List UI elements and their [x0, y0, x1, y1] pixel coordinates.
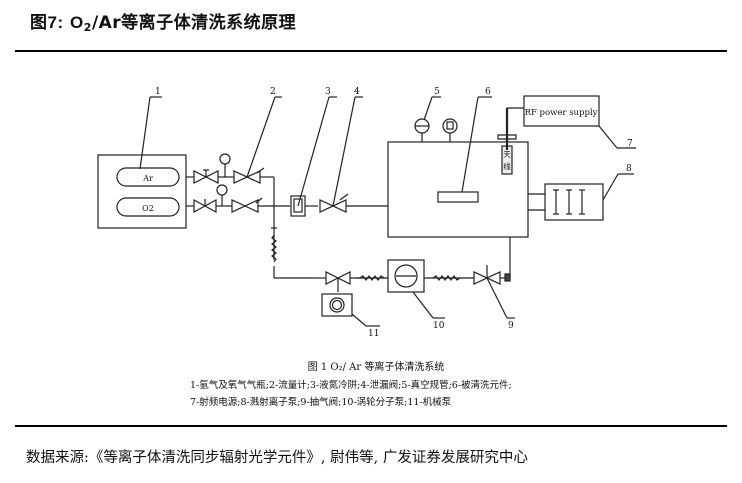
o2-valve-1	[193, 198, 217, 214]
antenna-label-1: 天	[503, 150, 511, 159]
o2-flow-valve	[231, 199, 259, 213]
diagram-stroke	[331, 299, 343, 311]
figure-title: 图7: O2/Ar等离子体清洗系统原理	[30, 8, 296, 34]
ar-valve-1	[193, 170, 219, 184]
top-divider	[15, 50, 727, 52]
diagram-stroke	[351, 313, 367, 327]
diagram-stroke	[246, 96, 276, 178]
diagram-stroke	[461, 96, 479, 193]
title-subscript: 2	[83, 21, 92, 34]
diagram-stroke	[255, 197, 263, 204]
title-o: O	[70, 13, 84, 32]
diagram-stroke	[497, 134, 517, 140]
o2-gauge	[216, 184, 228, 196]
diagram-stroke	[329, 297, 345, 313]
ar-cylinder	[116, 167, 180, 187]
diagram-stroke	[446, 121, 454, 130]
callout-8: 8	[626, 164, 632, 174]
diagram-stroke	[423, 96, 433, 121]
o2-cylinder	[116, 197, 180, 217]
diagram-stroke	[602, 173, 619, 201]
callout-3: 3	[325, 87, 331, 97]
bottom-divider	[15, 425, 727, 427]
diagram-stroke	[339, 193, 349, 201]
diagram-stroke	[297, 96, 330, 207]
diagram-stroke	[139, 96, 151, 170]
o2-label: O2	[142, 204, 154, 213]
pumping-valve	[473, 271, 501, 285]
data-source: 数据来源:《等离子体清洗同步辐射光学元件》, 尉伟等, 广发证券发展研究中心	[26, 450, 528, 466]
callout-5: 5	[434, 87, 440, 97]
legend-line-2: 7-射频电源;8-溅射离子泵;9-抽气阀;10-涡轮分子泵;11-机械泵	[190, 397, 452, 408]
diagram-stroke	[394, 264, 418, 288]
leak-valve	[319, 199, 347, 213]
legend-line-1: 1-氩气及氧气气瓶;2-流量计;3-液氮冷阱;4-泄漏阀;5-真空规管;6-被清…	[190, 380, 512, 391]
bellows-right	[432, 275, 461, 281]
ar-label: Ar	[142, 174, 153, 183]
callout-1: 1	[155, 87, 161, 97]
diagram-stroke	[256, 167, 265, 174]
title-text: /Ar等离子体清洗系统原理	[91, 13, 297, 33]
diagram-stroke	[486, 277, 508, 319]
callout-4: 4	[354, 87, 360, 97]
vacuum-chamber	[387, 141, 529, 238]
sputter-ion-pump	[544, 183, 604, 221]
diagram-caption: 图 1 O₂/ Ar 等离子体清洗系统	[307, 362, 445, 373]
callout-10: 10	[433, 321, 445, 331]
diagram-stroke	[412, 291, 434, 319]
bellows-vertical	[271, 234, 277, 263]
callout-6: 6	[485, 87, 491, 97]
plasma-cleaning-diagram: Ar O2 1 2 3 4 6 5 天 线	[0, 60, 742, 420]
callout-7: 7	[627, 139, 633, 149]
callout-2: 2	[270, 87, 276, 97]
bellows-left	[359, 275, 385, 281]
rf-label: RF power supply	[525, 108, 598, 118]
three-way-valve	[325, 271, 351, 285]
diagram-stroke	[504, 273, 511, 282]
callout-11: 11	[368, 329, 379, 339]
mechanical-pump	[321, 293, 353, 317]
antenna-label-2: 线	[503, 161, 511, 171]
figure-label: 图7:	[30, 13, 64, 32]
callout-9: 9	[508, 321, 514, 331]
diagram-stroke	[598, 125, 618, 149]
rf-power-supply	[523, 95, 600, 127]
cleaned-element	[437, 191, 479, 203]
diagram-stroke	[293, 198, 303, 213]
vacuum-gauge-2	[442, 118, 458, 134]
ar-gauge	[219, 153, 231, 165]
turbo-molecular-pump	[387, 259, 425, 293]
diagram-stroke	[332, 96, 356, 207]
gas-cylinder-cabinet	[97, 154, 187, 229]
